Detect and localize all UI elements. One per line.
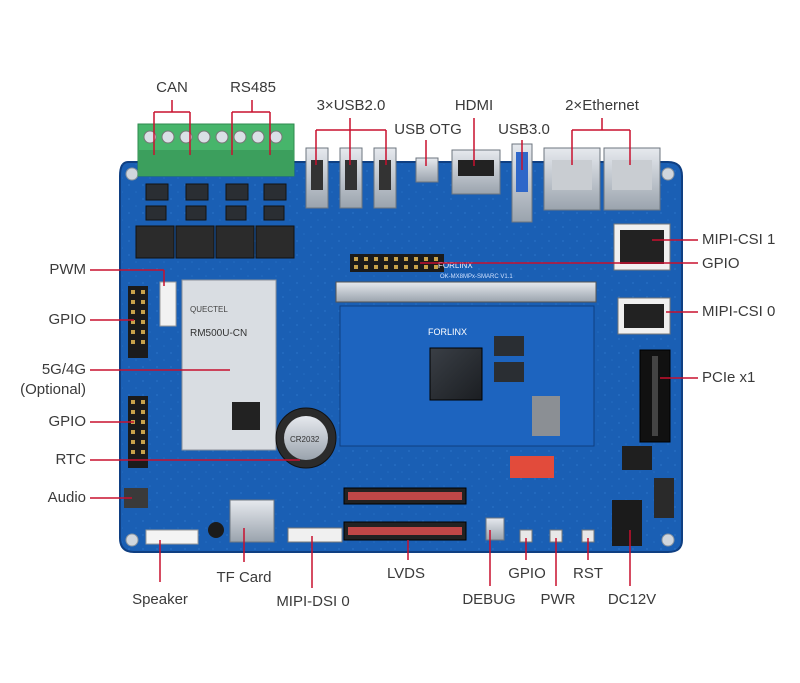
- label-pwm: PWM: [49, 261, 86, 278]
- board-model-text: OK-MX8MPx-SMARC V1.1: [440, 274, 513, 280]
- label-audio: Audio: [47, 489, 86, 506]
- can-rs485-terminal-block: [137, 123, 295, 177]
- label-usb-otg: USB OTG: [394, 121, 462, 138]
- label-rtc: RTC: [55, 451, 86, 468]
- label-mipi-csi0: MIPI-CSI 0: [702, 303, 776, 320]
- label-gpio-right: GPIO: [702, 255, 740, 272]
- label-lvds: LVDS: [386, 565, 426, 582]
- tf-card-slot: [229, 499, 275, 543]
- board-brand-text: FORLINX: [438, 261, 473, 270]
- gpio-header-top: [350, 254, 444, 272]
- dc12v-jack: [612, 500, 642, 546]
- module-brand-text: QUECTEL: [190, 305, 228, 314]
- battery-text: CR2032: [290, 435, 320, 444]
- dip-switch: [510, 456, 554, 478]
- usb-otg-port: [415, 157, 439, 183]
- label-rs485: RS485: [230, 79, 276, 96]
- label-optional: (Optional): [20, 381, 86, 398]
- label-gpio-left-bottom: GPIO: [48, 413, 86, 430]
- label-usb3: USB3.0: [498, 121, 550, 138]
- label-mipi-csi1: MIPI-CSI 1: [702, 231, 776, 248]
- label-mipi-dsi0: MIPI-DSI 0: [276, 593, 350, 610]
- label-tf-card: TF Card: [216, 569, 272, 586]
- label-rst: RST: [573, 565, 603, 582]
- label-can: CAN: [156, 79, 188, 96]
- 5g-4g-module: [181, 279, 277, 451]
- som-connector: [335, 281, 597, 303]
- label-pwr: PWR: [540, 591, 576, 608]
- label-pcie: PCIe x1: [702, 369, 756, 386]
- module-model-text: RM500U-CN: [190, 328, 247, 339]
- label-gpio-bottom: GPIO: [508, 565, 546, 582]
- label-gpio-left-top: GPIO: [48, 311, 86, 328]
- debug-port: [485, 517, 505, 541]
- som-brand-text: FORLINX: [428, 327, 467, 337]
- label-dc12v: DC12V: [607, 591, 657, 608]
- soc-chip: [429, 347, 483, 401]
- label-debug: DEBUG: [462, 591, 516, 608]
- label-ethernet: 2×Ethernet: [565, 97, 639, 114]
- label-speaker: Speaker: [132, 591, 188, 608]
- label-5g-4g: 5G/4G: [41, 361, 86, 378]
- label-leader-lines: [90, 100, 698, 588]
- audio-jack: [124, 488, 148, 508]
- mipi-dsi0-connector: [287, 527, 343, 543]
- pwm-connector: [159, 281, 177, 327]
- power-switch: [654, 478, 674, 518]
- speaker-connector: [145, 529, 199, 545]
- label-usb2: 3×USB2.0: [316, 97, 386, 114]
- label-hdmi: HDMI: [454, 97, 494, 114]
